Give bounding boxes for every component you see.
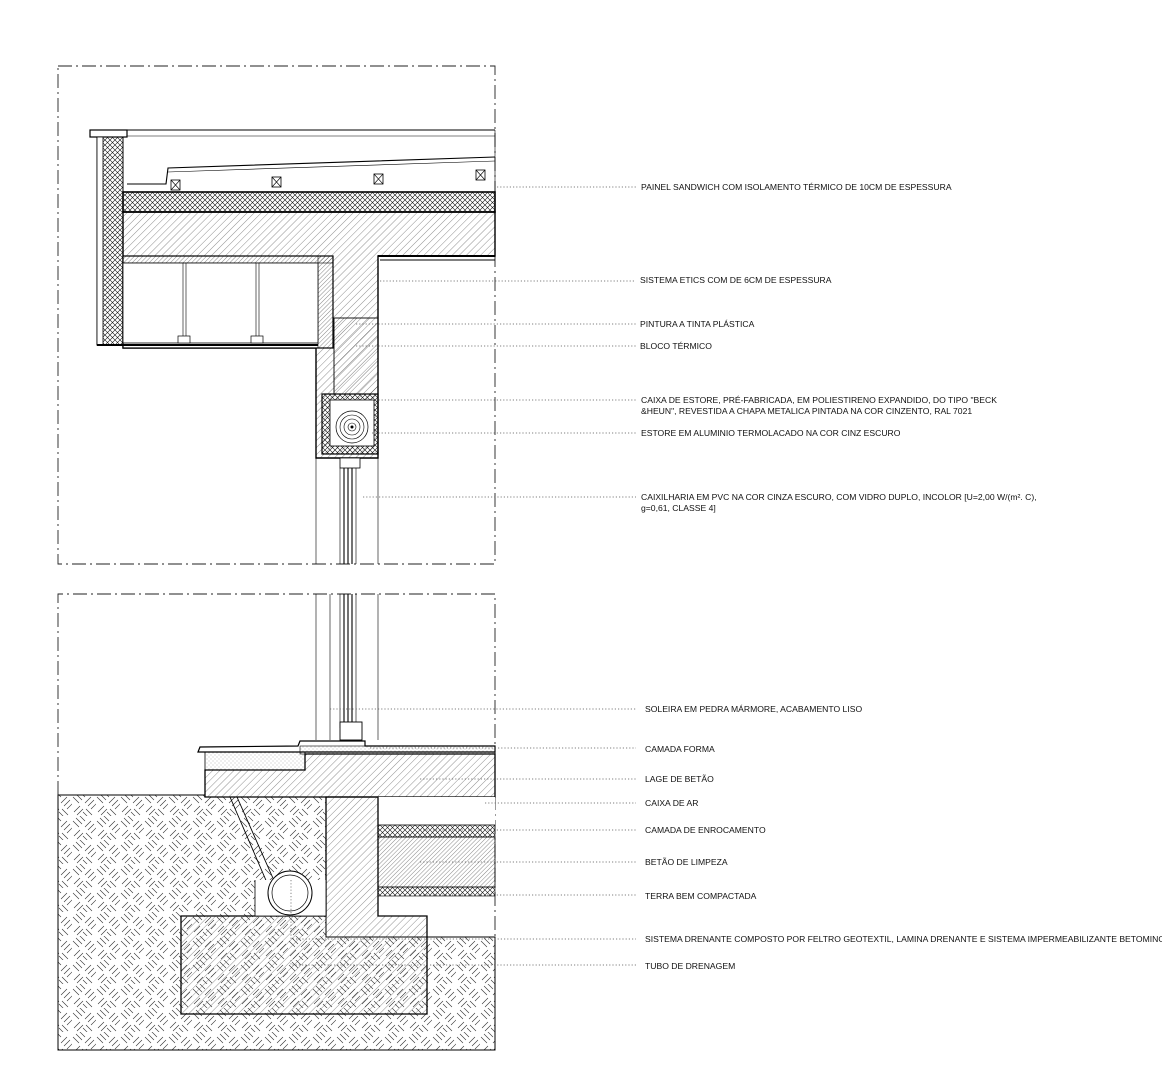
label-line: CAMADA DE ENROCAMENTO bbox=[645, 825, 766, 835]
label-tubo-drenagem: TUBO DE DRENAGEM bbox=[645, 961, 735, 971]
concrete-slab bbox=[204, 753, 496, 798]
skylight-top-band bbox=[122, 255, 334, 264]
label-line: BETÃO DE LIMPEZA bbox=[645, 857, 728, 867]
label-line: LAGE DE BETÃO bbox=[645, 774, 714, 784]
label-line: &HEUN", REVESTIDA A CHAPA METALICA PINTA… bbox=[641, 406, 972, 416]
skylight-side-band bbox=[317, 255, 334, 349]
label-bloco-termico: BLOCO TÉRMICO bbox=[640, 341, 712, 351]
skylight-bracket-1 bbox=[177, 335, 191, 344]
thermal-block bbox=[333, 317, 379, 395]
label-caixa-ar: CAIXA DE AR bbox=[645, 798, 699, 808]
label-betao-limpeza: BETÃO DE LIMPEZA bbox=[645, 857, 728, 867]
label-lage-betao: LAGE DE BETÃO bbox=[645, 774, 714, 784]
label-camada-forma: CAMADA FORMA bbox=[645, 744, 715, 754]
label-line: CAIXA DE ESTORE, PRÉ-FABRICADA, EM POLIE… bbox=[641, 395, 997, 405]
drain-pipe bbox=[267, 870, 313, 916]
label-sistema-drenante: SISTEMA DRENANTE COMPOSTO POR FELTRO GEO… bbox=[645, 934, 1162, 944]
sandwich-panel-lower bbox=[127, 156, 496, 185]
label-line: SOLEIRA EM PEDRA MÁRMORE, ACABAMENTO LIS… bbox=[645, 704, 862, 714]
label-camada-enrocamento: CAMADA DE ENROCAMENTO bbox=[645, 825, 766, 835]
window-frame-bottom bbox=[315, 594, 379, 741]
outer-step bbox=[204, 751, 306, 771]
label-caixilharia: CAIXILHARIA EM PVC NA COR CINZA ESCURO, … bbox=[641, 492, 1037, 513]
label-line: PAINEL SANDWICH COM ISOLAMENTO TÉRMICO D… bbox=[641, 182, 952, 192]
skylight-bracket-2 bbox=[250, 335, 264, 344]
label-line: SISTEMA DRENANTE COMPOSTO POR FELTRO GEO… bbox=[645, 934, 1162, 944]
top-detail-frame bbox=[57, 65, 496, 565]
label-line: g=0,61, CLASSE 4] bbox=[641, 503, 716, 513]
label-line: CAMADA FORMA bbox=[645, 744, 715, 754]
label-pintura: PINTURA A TINTA PLÁSTICA bbox=[640, 319, 755, 329]
label-estore-aluminio: ESTORE EM ALUMINIO TERMOLACADO NA COR CI… bbox=[641, 428, 901, 438]
bottom-detail bbox=[57, 593, 496, 1051]
drainage-membrane bbox=[229, 796, 277, 886]
rockfill-top bbox=[377, 824, 496, 838]
label-line: SISTEMA ETICS COM DE 6CM DE ESPESSURA bbox=[640, 275, 832, 285]
label-line: BLOCO TÉRMICO bbox=[640, 341, 712, 351]
label-sistema-etics: SISTEMA ETICS COM DE 6CM DE ESPESSURA bbox=[640, 275, 832, 285]
sandwich-panel-inner bbox=[167, 160, 496, 173]
label-line: CAIXA DE AR bbox=[645, 798, 699, 808]
label-caixa-estore: CAIXA DE ESTORE, PRÉ-FABRICADA, EM POLIE… bbox=[641, 395, 997, 416]
shutter-roll bbox=[335, 410, 369, 444]
screed-layer bbox=[299, 745, 496, 755]
top-detail bbox=[57, 65, 496, 565]
label-line: ESTORE EM ALUMINIO TERMOLACADO NA COR CI… bbox=[641, 428, 901, 438]
label-soleira: SOLEIRA EM PEDRA MÁRMORE, ACABAMENTO LIS… bbox=[645, 704, 862, 714]
label-terra-compactada: TERRA BEM COMPACTADA bbox=[645, 891, 757, 901]
parapet-coping bbox=[89, 129, 128, 138]
roof-insulation bbox=[122, 191, 496, 213]
leader-lines bbox=[290, 186, 636, 966]
air-gap bbox=[378, 797, 495, 825]
label-line: TUBO DE DRENAGEM bbox=[645, 961, 735, 971]
label-painel-sandwich: PAINEL SANDWICH COM ISOLAMENTO TÉRMICO D… bbox=[641, 182, 952, 192]
annotation-labels: PAINEL SANDWICH COM ISOLAMENTO TÉRMICO D… bbox=[640, 182, 1162, 971]
label-line: TERRA BEM COMPACTADA bbox=[645, 891, 757, 901]
skylight-glazing bbox=[122, 262, 319, 344]
label-line: PINTURA A TINTA PLÁSTICA bbox=[640, 319, 755, 329]
parapet-finish bbox=[96, 136, 104, 346]
window-frame-top bbox=[315, 457, 379, 564]
purlins bbox=[170, 169, 486, 191]
label-line: CAIXILHARIA EM PVC NA COR CINZA ESCURO, … bbox=[641, 492, 1037, 502]
